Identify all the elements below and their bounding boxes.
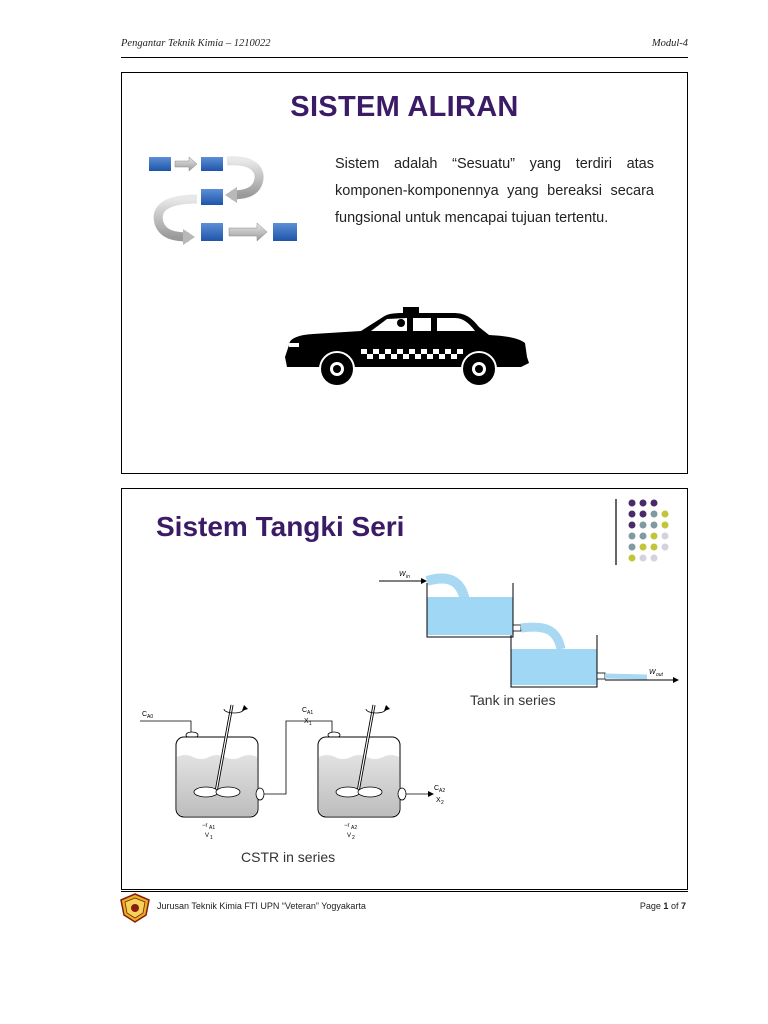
svg-text:−r: −r <box>344 823 350 829</box>
svg-text:2: 2 <box>441 800 444 806</box>
svg-text:A0: A0 <box>147 714 153 720</box>
slide-sistem-tangki-seri: Sistem Tangki Seri W in <box>121 488 688 890</box>
svg-text:W: W <box>399 571 407 578</box>
taxi-car-icon <box>285 307 529 387</box>
svg-text:C: C <box>434 785 439 792</box>
svg-text:V: V <box>205 833 209 839</box>
svg-text:1: 1 <box>309 721 312 727</box>
svg-text:C: C <box>142 711 147 718</box>
svg-text:X: X <box>304 718 309 725</box>
svg-text:2: 2 <box>352 835 355 841</box>
svg-text:out: out <box>656 672 664 678</box>
svg-text:X: X <box>436 797 441 804</box>
cstr-in-series-diagram: C A0 −r A1 V 1 C A1 X 1 −r A2 V <box>140 704 445 841</box>
svg-text:W: W <box>649 669 657 676</box>
footer-divider <box>121 891 688 892</box>
page-of: of <box>670 901 679 911</box>
page-label: Page <box>639 901 661 911</box>
decor-dots-icon <box>615 499 669 565</box>
svg-text:in: in <box>406 574 410 580</box>
svg-text:A2: A2 <box>439 788 445 794</box>
header-course-title: Pengantar Teknik Kimia – 1210022 <box>121 38 271 49</box>
cstr-in-series-caption: CSTR in series <box>241 849 336 865</box>
svg-text:A2: A2 <box>351 825 357 831</box>
svg-text:−r: −r <box>202 823 208 829</box>
page-total: 7 <box>680 901 686 911</box>
university-logo-icon <box>120 893 150 923</box>
tank-in-series-diagram: W in W out <box>379 571 679 688</box>
slide-sistem-aliran: SISTEM ALIRAN Sistem adalah “Sesuatu” ya… <box>121 72 688 474</box>
page-current: 1 <box>663 901 669 911</box>
svg-text:C: C <box>302 707 307 714</box>
slide-title: SISTEM ALIRAN <box>290 91 519 123</box>
svg-text:A1: A1 <box>307 710 313 716</box>
svg-text:1: 1 <box>210 835 213 841</box>
slide-title: Sistem Tangki Seri <box>156 511 405 542</box>
sistem-definition: Sistem adalah “Sesuatu” yang terdiri ata… <box>335 156 654 226</box>
flow-diagram-icon <box>149 156 297 245</box>
svg-text:V: V <box>347 833 351 839</box>
footer-department: Jurusan Teknik Kimia FTI UPN “Veteran” Y… <box>157 901 366 911</box>
svg-text:A1: A1 <box>209 825 215 831</box>
header-module: Modul-4 <box>651 38 688 49</box>
header-divider <box>121 57 688 58</box>
footer-page-number: Page 1 of 7 <box>640 901 686 911</box>
tank-in-series-caption: Tank in series <box>470 692 556 708</box>
